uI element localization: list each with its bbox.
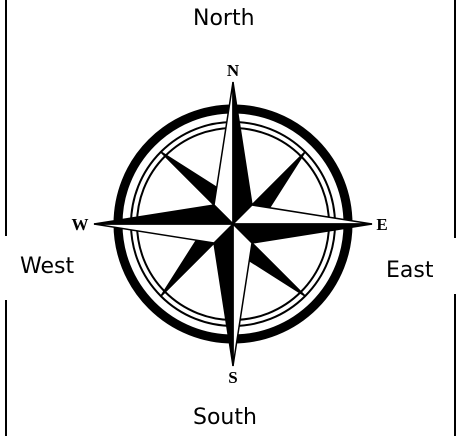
compass-letter-s: S [228,368,237,387]
compass-letter-n: N [227,61,240,80]
compass-letter-w: W [72,215,89,234]
compass-letter-e: E [376,215,387,234]
cardinal-points [94,82,372,366]
